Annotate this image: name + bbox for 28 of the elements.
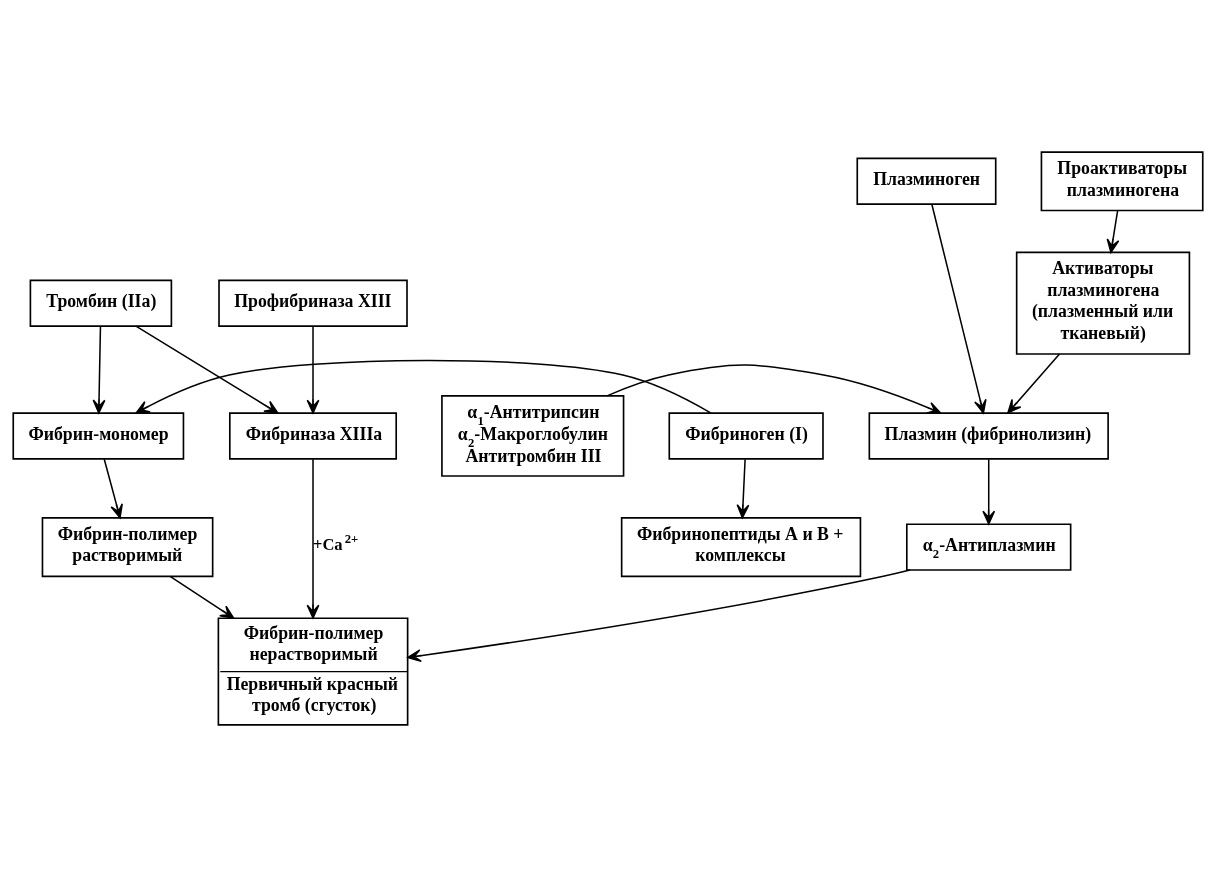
node-box: Профибриназа XIII (218, 279, 408, 327)
node-box: Плазминоген (856, 157, 997, 205)
arrow (982, 457, 996, 525)
arrow (306, 325, 320, 414)
arrow (306, 457, 320, 619)
node-box: Плазмин (фибринолизин) (868, 411, 1109, 460)
node-box: Фибринопептиды А и В + комплексы (620, 516, 862, 577)
arrow (736, 457, 750, 518)
edge-label: +Ca$^{2+}$ (313, 531, 359, 554)
arrow (606, 363, 942, 414)
arrow (135, 359, 712, 414)
node-box: Проактиваторы плазминогена (1040, 150, 1204, 211)
node-box: Тромбин (IIa) (29, 279, 173, 327)
node-box: Фибриноген (I) (668, 411, 824, 460)
arrow (169, 575, 235, 619)
arrow (407, 568, 911, 662)
arrow (1106, 209, 1120, 253)
node-box: α$_{1}$-Антитрипсин α$_{2}$-Макроглобулин Антитромбин III (441, 394, 625, 477)
node-box: Фибрин-мономер (12, 411, 185, 460)
node-box: Фибриназа XIIIa (229, 411, 398, 460)
node-box: Фибрин-полимер растворимый (41, 516, 214, 577)
arrow (92, 325, 106, 414)
arrow (103, 457, 123, 518)
arrow (135, 325, 279, 414)
node-box: Активаторы плазминогена (плазменный или тканевый) (1015, 251, 1191, 355)
arrow (1007, 352, 1061, 414)
node-box: α$_{2}$-Антиплазмин (905, 522, 1072, 571)
arrow (931, 203, 987, 414)
